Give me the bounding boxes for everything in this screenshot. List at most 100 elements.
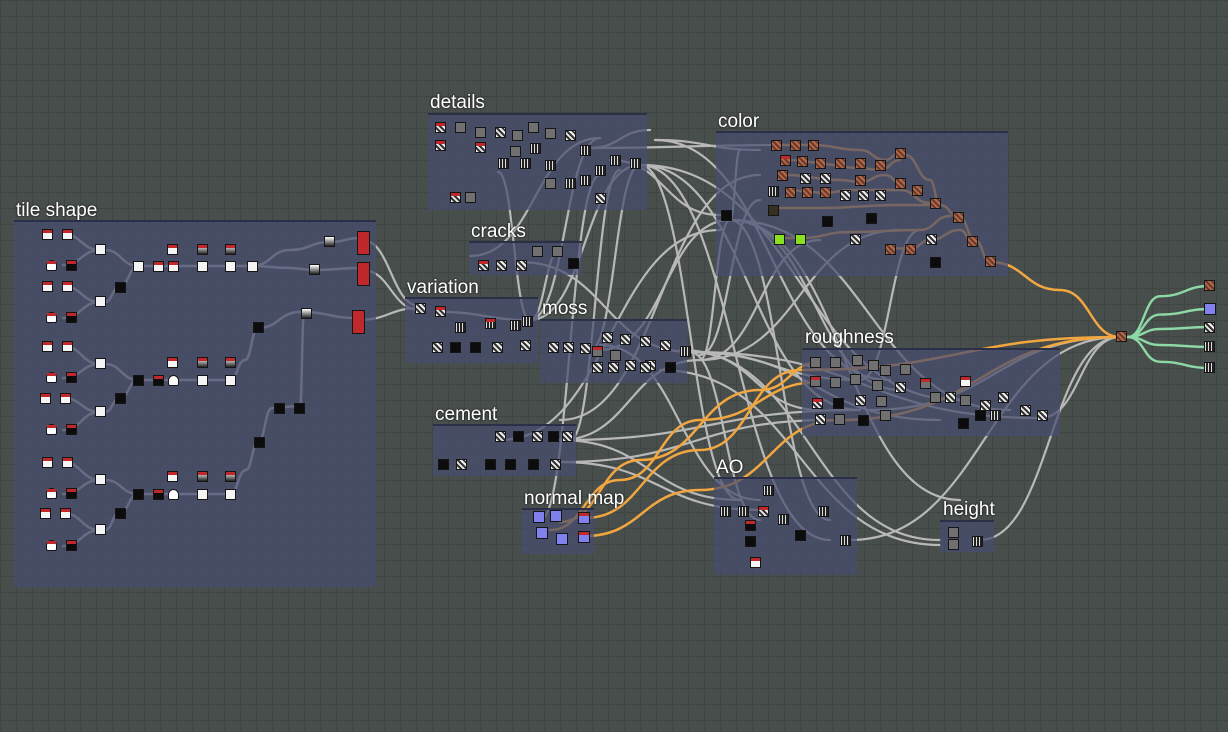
graph-node[interactable] xyxy=(895,178,906,189)
frame-title-cement[interactable]: cement xyxy=(435,404,498,425)
graph-node[interactable] xyxy=(777,170,788,181)
graph-node[interactable] xyxy=(797,156,808,167)
graph-node[interactable] xyxy=(247,261,258,272)
graph-node[interactable] xyxy=(565,178,576,189)
frame-tile-shape[interactable] xyxy=(14,220,376,587)
graph-node[interactable] xyxy=(133,489,144,500)
graph-node[interactable] xyxy=(485,318,496,329)
frame-title-AO[interactable]: AO xyxy=(716,457,744,478)
graph-node[interactable] xyxy=(758,506,769,517)
graph-node[interactable] xyxy=(1204,362,1215,373)
graph-node[interactable] xyxy=(197,244,208,255)
graph-node[interactable] xyxy=(948,539,959,550)
graph-node[interactable] xyxy=(95,358,106,369)
graph-node[interactable] xyxy=(774,234,785,245)
graph-node[interactable] xyxy=(274,403,285,414)
graph-node[interactable] xyxy=(46,540,57,551)
frame-title-height[interactable]: height xyxy=(943,499,995,520)
graph-node[interactable] xyxy=(721,210,732,221)
graph-node[interactable] xyxy=(492,342,503,353)
graph-node[interactable] xyxy=(620,334,631,345)
graph-node[interactable] xyxy=(510,146,521,157)
graph-node[interactable] xyxy=(768,205,779,216)
frame-title-variation[interactable]: variation xyxy=(407,277,479,298)
connection-wire[interactable] xyxy=(1126,335,1212,370)
graph-node[interactable] xyxy=(536,527,548,539)
graph-node[interactable] xyxy=(548,431,559,442)
graph-node[interactable] xyxy=(40,508,51,519)
graph-node[interactable] xyxy=(875,190,886,201)
frame-title-moss[interactable]: moss xyxy=(542,298,588,319)
graph-node[interactable] xyxy=(880,365,891,376)
graph-node[interactable] xyxy=(580,145,591,156)
graph-node[interactable] xyxy=(532,431,543,442)
graph-node[interactable] xyxy=(885,244,896,255)
graph-node[interactable] xyxy=(608,362,619,373)
connection-wire[interactable] xyxy=(658,368,942,547)
graph-node[interactable] xyxy=(550,459,561,470)
frame-title-details[interactable]: details xyxy=(430,92,485,113)
graph-node[interactable] xyxy=(610,155,621,166)
graph-node[interactable] xyxy=(133,261,144,272)
graph-node[interactable] xyxy=(953,212,964,223)
graph-node[interactable] xyxy=(592,346,603,357)
graph-node[interactable] xyxy=(435,306,446,317)
frame-title-tile-shape[interactable]: tile shape xyxy=(16,200,98,221)
graph-node[interactable] xyxy=(62,229,73,240)
graph-node[interactable] xyxy=(960,376,971,387)
graph-node[interactable] xyxy=(565,130,576,141)
graph-node[interactable] xyxy=(545,178,556,189)
graph-node[interactable] xyxy=(868,360,879,371)
graph-node[interactable] xyxy=(66,372,77,383)
graph-node[interactable] xyxy=(998,392,1009,403)
graph-node[interactable] xyxy=(858,190,869,201)
graph-node[interactable] xyxy=(450,192,461,203)
graph-node[interactable] xyxy=(495,127,506,138)
graph-node[interactable] xyxy=(168,261,179,272)
graph-node[interactable] xyxy=(197,471,208,482)
graph-node[interactable] xyxy=(42,229,53,240)
connection-wire[interactable] xyxy=(1126,284,1212,339)
graph-node[interactable] xyxy=(602,332,613,343)
graph-node[interactable] xyxy=(840,190,851,201)
graph-node[interactable] xyxy=(66,260,77,271)
graph-node[interactable] xyxy=(802,187,813,198)
graph-node[interactable] xyxy=(815,414,826,425)
graph-node[interactable] xyxy=(830,357,841,368)
graph-node[interactable] xyxy=(435,122,446,133)
graph-node[interactable] xyxy=(66,424,77,435)
graph-node[interactable] xyxy=(818,506,829,517)
graph-node[interactable] xyxy=(834,414,845,425)
graph-node[interactable] xyxy=(785,187,796,198)
graph-node[interactable] xyxy=(665,362,676,373)
frame-title-cracks[interactable]: cracks xyxy=(471,221,526,242)
graph-node[interactable] xyxy=(1116,331,1127,342)
graph-node[interactable] xyxy=(66,540,77,551)
graph-node[interactable] xyxy=(95,296,106,307)
graph-node[interactable] xyxy=(432,342,443,353)
graph-node[interactable] xyxy=(680,346,691,357)
graph-node[interactable] xyxy=(830,377,841,388)
graph-node[interactable] xyxy=(592,362,603,373)
graph-node[interactable] xyxy=(167,244,178,255)
graph-node[interactable] xyxy=(795,530,806,541)
graph-node[interactable] xyxy=(812,398,823,409)
graph-node[interactable] xyxy=(1020,405,1031,416)
graph-node[interactable] xyxy=(875,160,886,171)
graph-node[interactable] xyxy=(610,350,621,361)
graph-node[interactable] xyxy=(528,459,539,470)
graph-node[interactable] xyxy=(46,424,57,435)
graph-node[interactable] xyxy=(115,508,126,519)
graph-node[interactable] xyxy=(301,308,312,319)
graph-node[interactable] xyxy=(945,392,956,403)
graph-node[interactable] xyxy=(595,193,606,204)
graph-node[interactable] xyxy=(167,471,178,482)
graph-node[interactable] xyxy=(920,378,931,389)
frame-title-roughness[interactable]: roughness xyxy=(805,327,894,348)
connection-wire[interactable] xyxy=(1126,325,1212,339)
graph-node[interactable] xyxy=(42,281,53,292)
graph-node[interactable] xyxy=(153,261,164,272)
graph-node[interactable] xyxy=(808,140,819,151)
graph-node[interactable] xyxy=(197,375,208,386)
graph-node[interactable] xyxy=(352,310,365,334)
